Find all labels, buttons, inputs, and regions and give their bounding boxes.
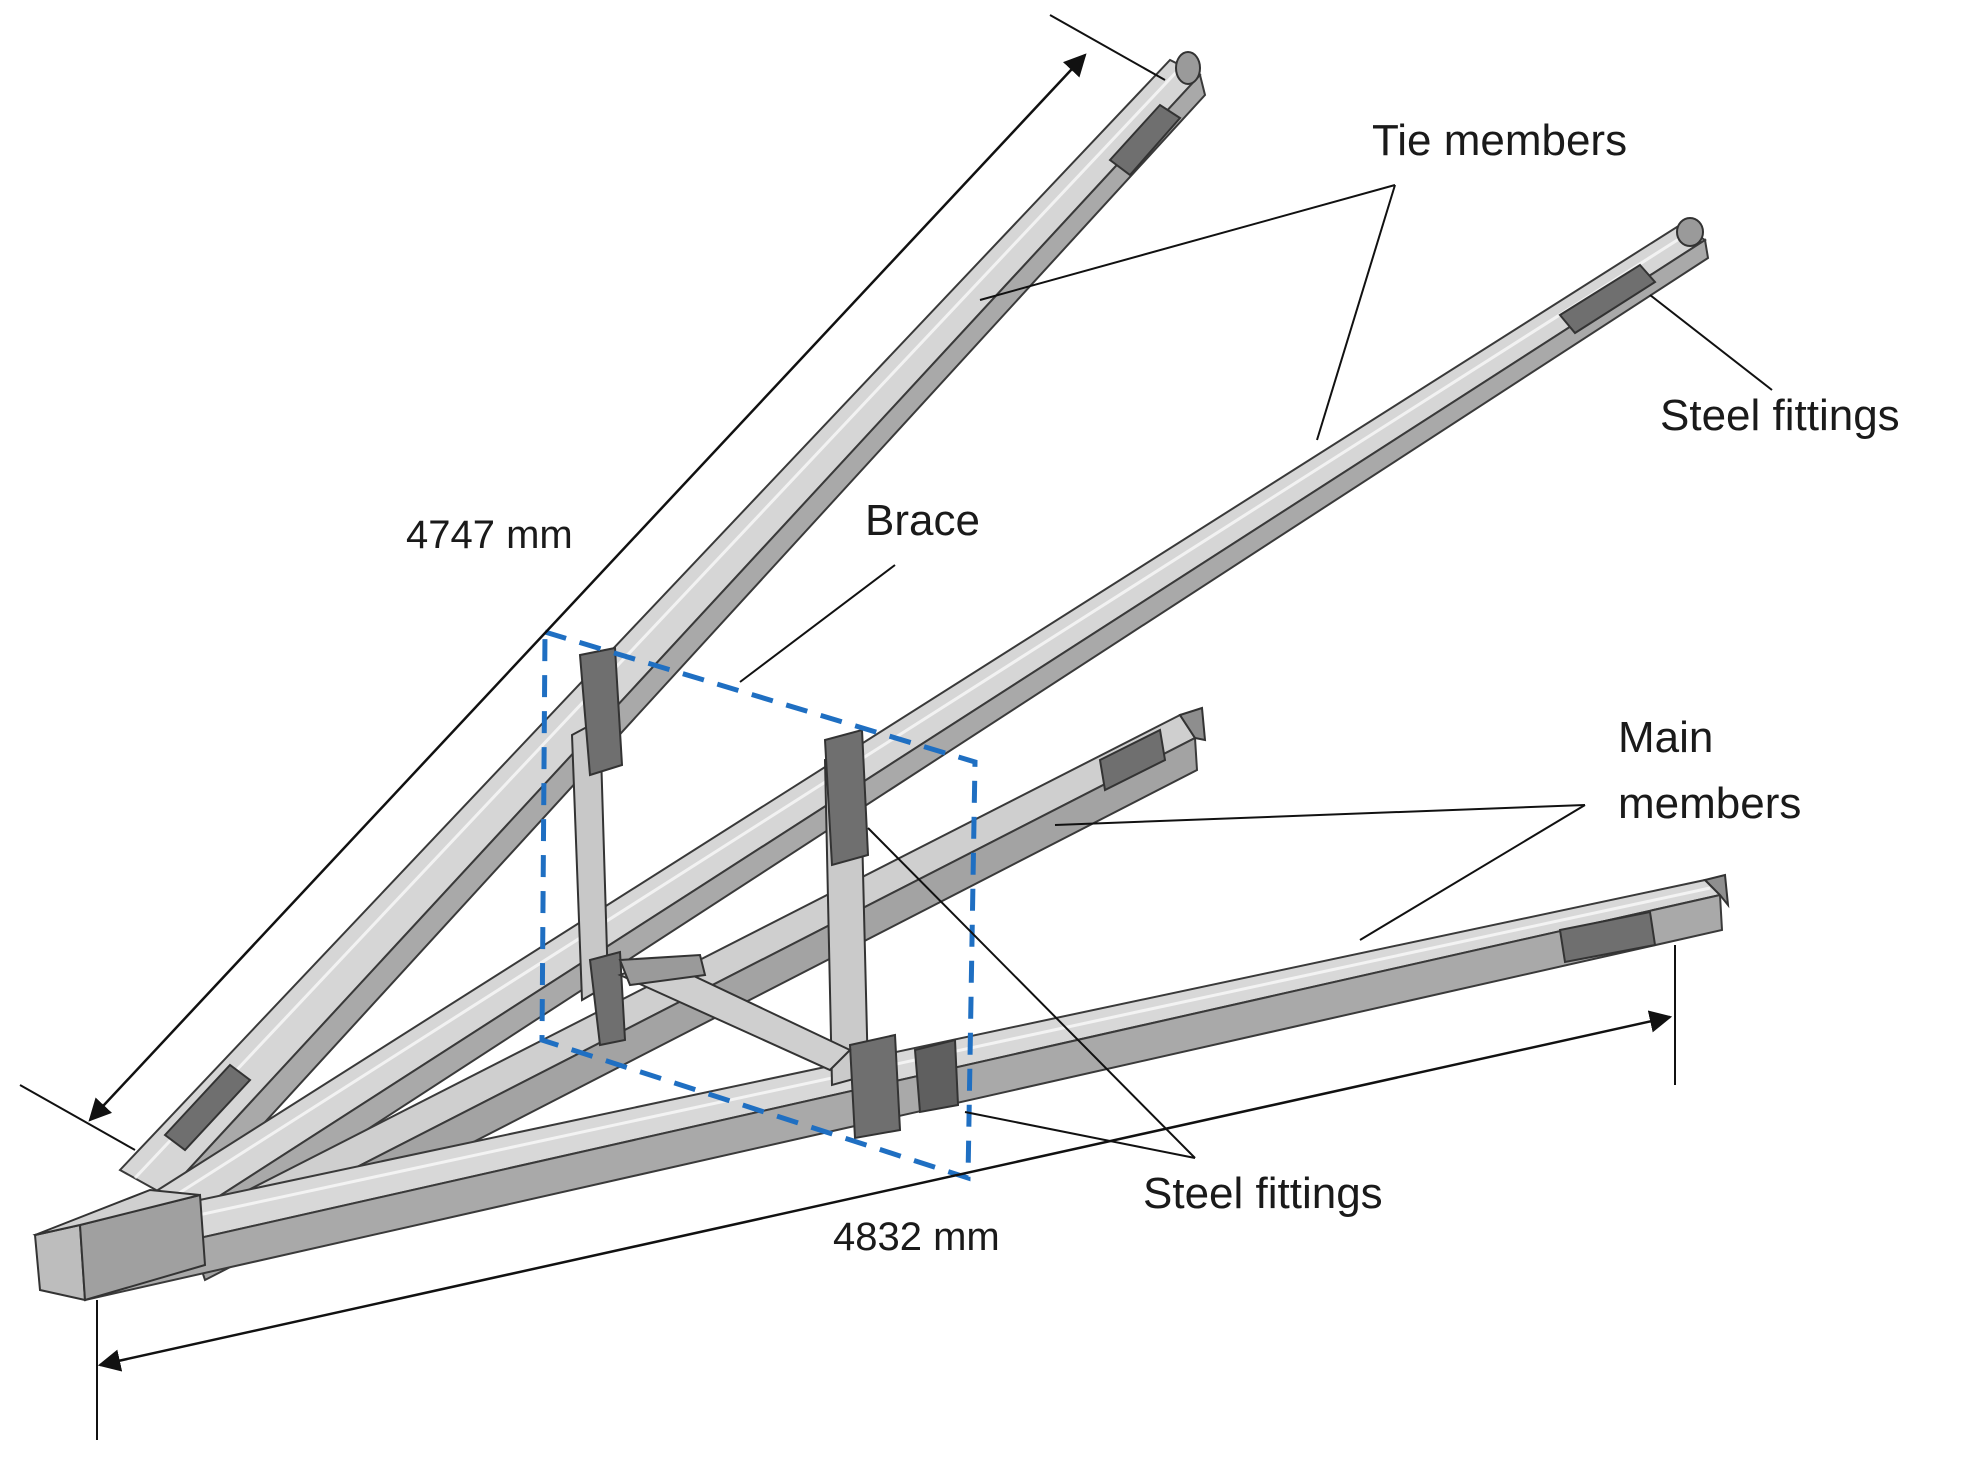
label-main-line1: Main	[1618, 713, 1713, 762]
label-tie-members: Tie members	[1372, 116, 1627, 165]
label-steel-fittings-bottom: Steel fittings	[1143, 1169, 1383, 1218]
dimension-tie-label: 4747 mm	[406, 513, 573, 557]
label-main-line2: members	[1618, 779, 1801, 828]
steel-fitting-main-upper	[1098, 728, 1167, 792]
steel-fitting-tie-right-top	[1558, 263, 1657, 335]
steel-fitting-brace-right-bottom	[848, 1033, 902, 1140]
base-connection	[33, 1188, 207, 1302]
dimension-main	[96, 945, 1676, 1440]
label-steel-fittings-top: Steel fittings	[1660, 391, 1900, 440]
steel-fitting-tie-left-top	[1108, 103, 1182, 177]
steel-fitting-main-lower	[1558, 910, 1657, 964]
leader-lines	[739, 184, 1773, 1159]
label-brace: Brace	[865, 496, 980, 545]
dimension-main-label: 4832 mm	[833, 1215, 1000, 1259]
steel-fitting-brace-right-top	[823, 728, 870, 867]
